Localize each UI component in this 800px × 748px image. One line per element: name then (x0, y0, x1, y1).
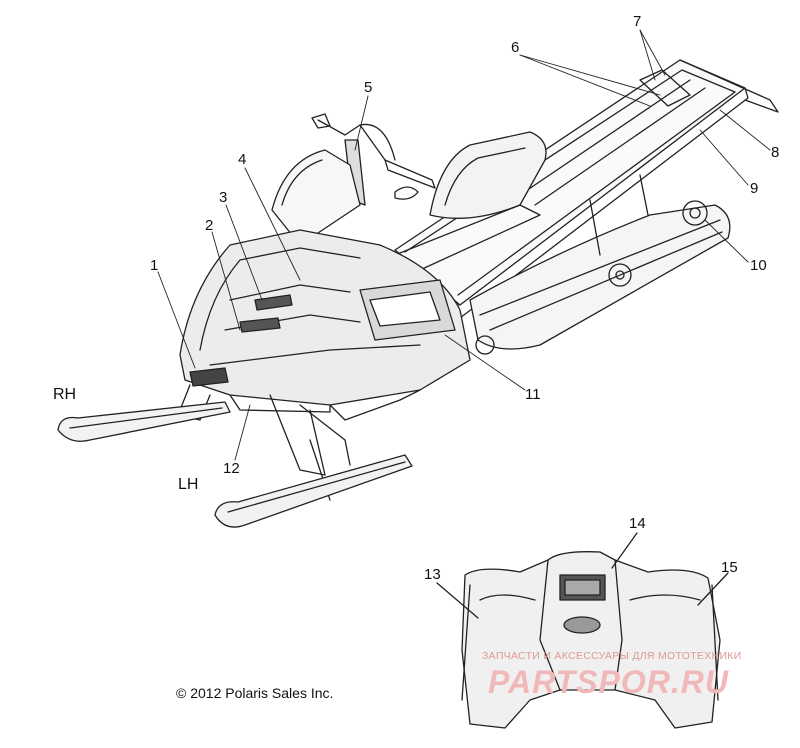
windshield (271, 149, 361, 246)
callout-1: 1 (150, 257, 159, 274)
callout-13: 13 (424, 566, 441, 583)
callout-4: 4 (238, 151, 247, 168)
right-hand-label: RH (53, 386, 77, 403)
callout-9: 9 (750, 180, 759, 197)
leader-lines (157, 29, 771, 461)
callout-8: 8 (771, 144, 780, 161)
callout-14: 14 (629, 515, 646, 532)
callout-3: 3 (219, 189, 228, 206)
watermark-subtitle: ЗАПЧАСТИ И АКСЕССУАРЫ ДЛЯ МОТОТЕХНИКИ (482, 650, 742, 662)
seat (394, 131, 547, 271)
handlebar (311, 113, 436, 206)
callout-11: 11 (525, 386, 541, 403)
track-assembly (469, 174, 731, 355)
copyright-notice: © 2012 Polaris Sales Inc. (176, 685, 334, 701)
callout-12: 12 (223, 460, 240, 477)
callout-10: 10 (750, 257, 767, 274)
callout-2: 2 (205, 217, 214, 234)
hood-inset (436, 532, 729, 729)
callout-7: 7 (633, 13, 642, 30)
watermark-brand: PARTSPOR.RU (488, 664, 729, 700)
left-ski (214, 454, 413, 528)
left-hand-label: LH (178, 476, 199, 493)
callout-6: 6 (511, 39, 520, 56)
callout-15: 15 (721, 559, 738, 576)
callout-5: 5 (364, 79, 373, 96)
right-ski (57, 401, 231, 442)
